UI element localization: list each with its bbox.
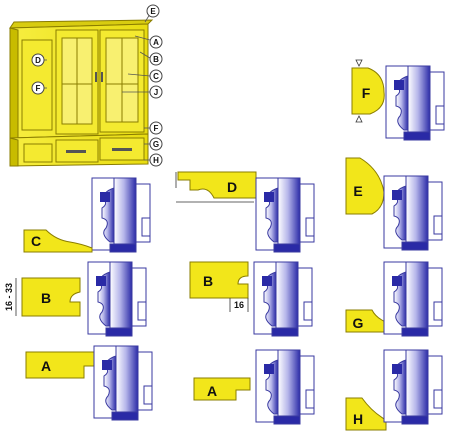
profile-A-left: A — [25, 345, 153, 421]
svg-text:J: J — [154, 88, 158, 97]
profile-C: C — [23, 177, 151, 253]
callout-G: G — [149, 137, 163, 151]
callout-H: H — [149, 153, 163, 167]
profile-B-mid: 16 B — [189, 261, 313, 337]
callout-C: C — [149, 69, 163, 83]
svg-text:E: E — [150, 7, 156, 16]
svg-text:A: A — [207, 383, 217, 399]
callout-D: D — [31, 53, 45, 67]
svg-text:B: B — [153, 55, 159, 64]
svg-text:B: B — [203, 273, 213, 289]
callout-F-left: F — [31, 81, 45, 95]
profile-G: G — [345, 261, 443, 337]
svg-text:A: A — [153, 38, 159, 47]
profile-E: E — [345, 157, 443, 251]
profile-D: D — [175, 171, 315, 253]
svg-text:F: F — [362, 85, 371, 101]
svg-text:C: C — [31, 233, 41, 249]
callout-E: E — [146, 4, 160, 18]
svg-text:C: C — [153, 72, 159, 81]
svg-text:H: H — [153, 156, 159, 165]
profile-B-left: 16 - 33 B — [4, 261, 147, 337]
callout-F-right: F — [149, 121, 163, 135]
dimension-16-33: 16 - 33 — [4, 283, 14, 311]
svg-text:D: D — [35, 56, 41, 65]
profile-H: H — [345, 349, 443, 431]
callout-J: J — [149, 85, 163, 99]
dimension-16: 16 — [234, 300, 244, 310]
svg-text:F: F — [154, 124, 159, 133]
svg-text:G: G — [153, 140, 159, 149]
svg-text:F: F — [36, 84, 41, 93]
callout-A: A — [149, 35, 163, 49]
svg-text:E: E — [353, 183, 362, 199]
svg-text:A: A — [41, 358, 51, 374]
svg-text:B: B — [41, 290, 51, 306]
profile-A-mid: A — [193, 349, 315, 425]
svg-text:H: H — [353, 411, 363, 427]
svg-text:D: D — [227, 179, 237, 195]
cabinet-illustration — [9, 13, 154, 167]
callout-B: B — [149, 52, 163, 66]
svg-text:G: G — [353, 315, 364, 331]
callout-markers: E A B C J D F F G H — [31, 4, 163, 167]
profile-F-top: F — [351, 59, 445, 141]
